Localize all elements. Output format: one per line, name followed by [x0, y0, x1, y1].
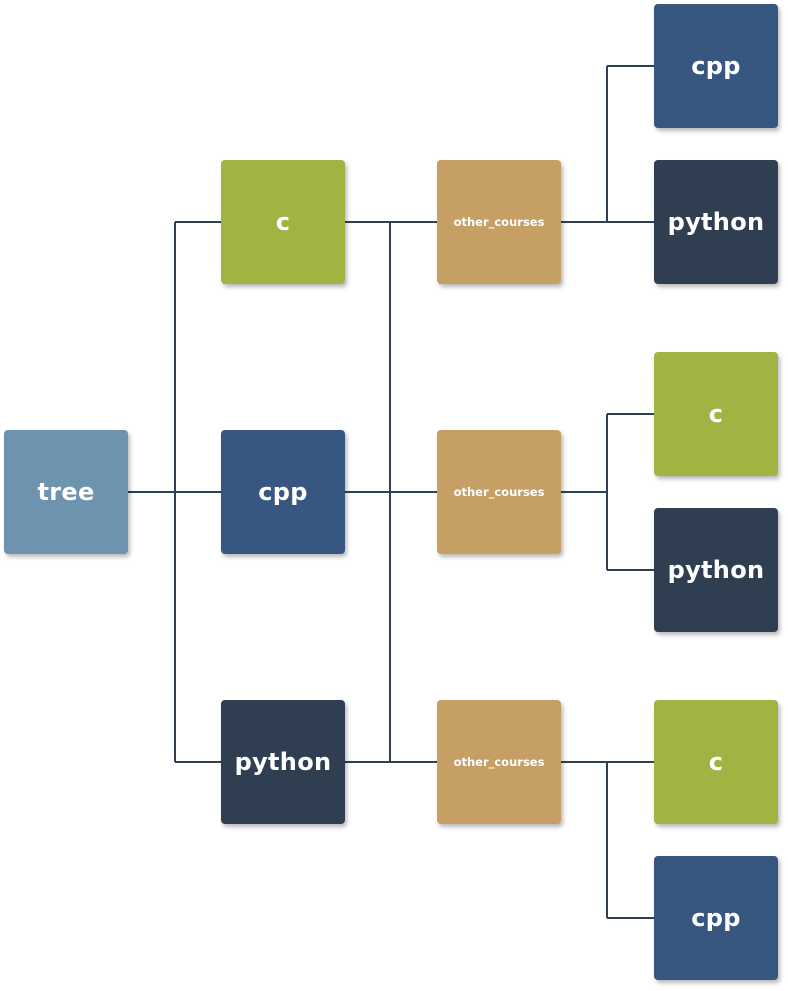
leaf-c-cpp[interactable]: cpp: [654, 4, 778, 128]
tree-root-label: tree: [37, 478, 95, 506]
node-c-other-courses[interactable]: other_courses: [437, 160, 561, 284]
leaf-c-python[interactable]: python: [654, 160, 778, 284]
node-c-other-courses-label: other_courses: [453, 215, 545, 229]
node-c-label: c: [275, 208, 291, 236]
node-cpp-other-courses-label: other_courses: [453, 485, 545, 499]
leaf-cpp-python-label: python: [667, 556, 765, 584]
node-cpp-other-courses[interactable]: other_courses: [437, 430, 561, 554]
leaf-c-cpp-label: cpp: [691, 52, 741, 80]
node-python[interactable]: python: [221, 700, 345, 824]
leaf-python-cpp-label: cpp: [691, 904, 741, 932]
leaf-python-c[interactable]: c: [654, 700, 778, 824]
node-python-other-courses[interactable]: other_courses: [437, 700, 561, 824]
node-python-label: python: [234, 748, 332, 776]
node-c[interactable]: c: [221, 160, 345, 284]
leaf-cpp-python[interactable]: python: [654, 508, 778, 632]
node-python-other-courses-label: other_courses: [453, 755, 545, 769]
leaf-c-python-label: python: [667, 208, 765, 236]
leaf-cpp-c-label: c: [708, 400, 724, 428]
leaf-cpp-c[interactable]: c: [654, 352, 778, 476]
leaf-python-c-label: c: [708, 748, 724, 776]
node-cpp-label: cpp: [258, 478, 308, 506]
tree-root-node[interactable]: tree: [4, 430, 128, 554]
node-cpp[interactable]: cpp: [221, 430, 345, 554]
leaf-python-cpp[interactable]: cpp: [654, 856, 778, 980]
